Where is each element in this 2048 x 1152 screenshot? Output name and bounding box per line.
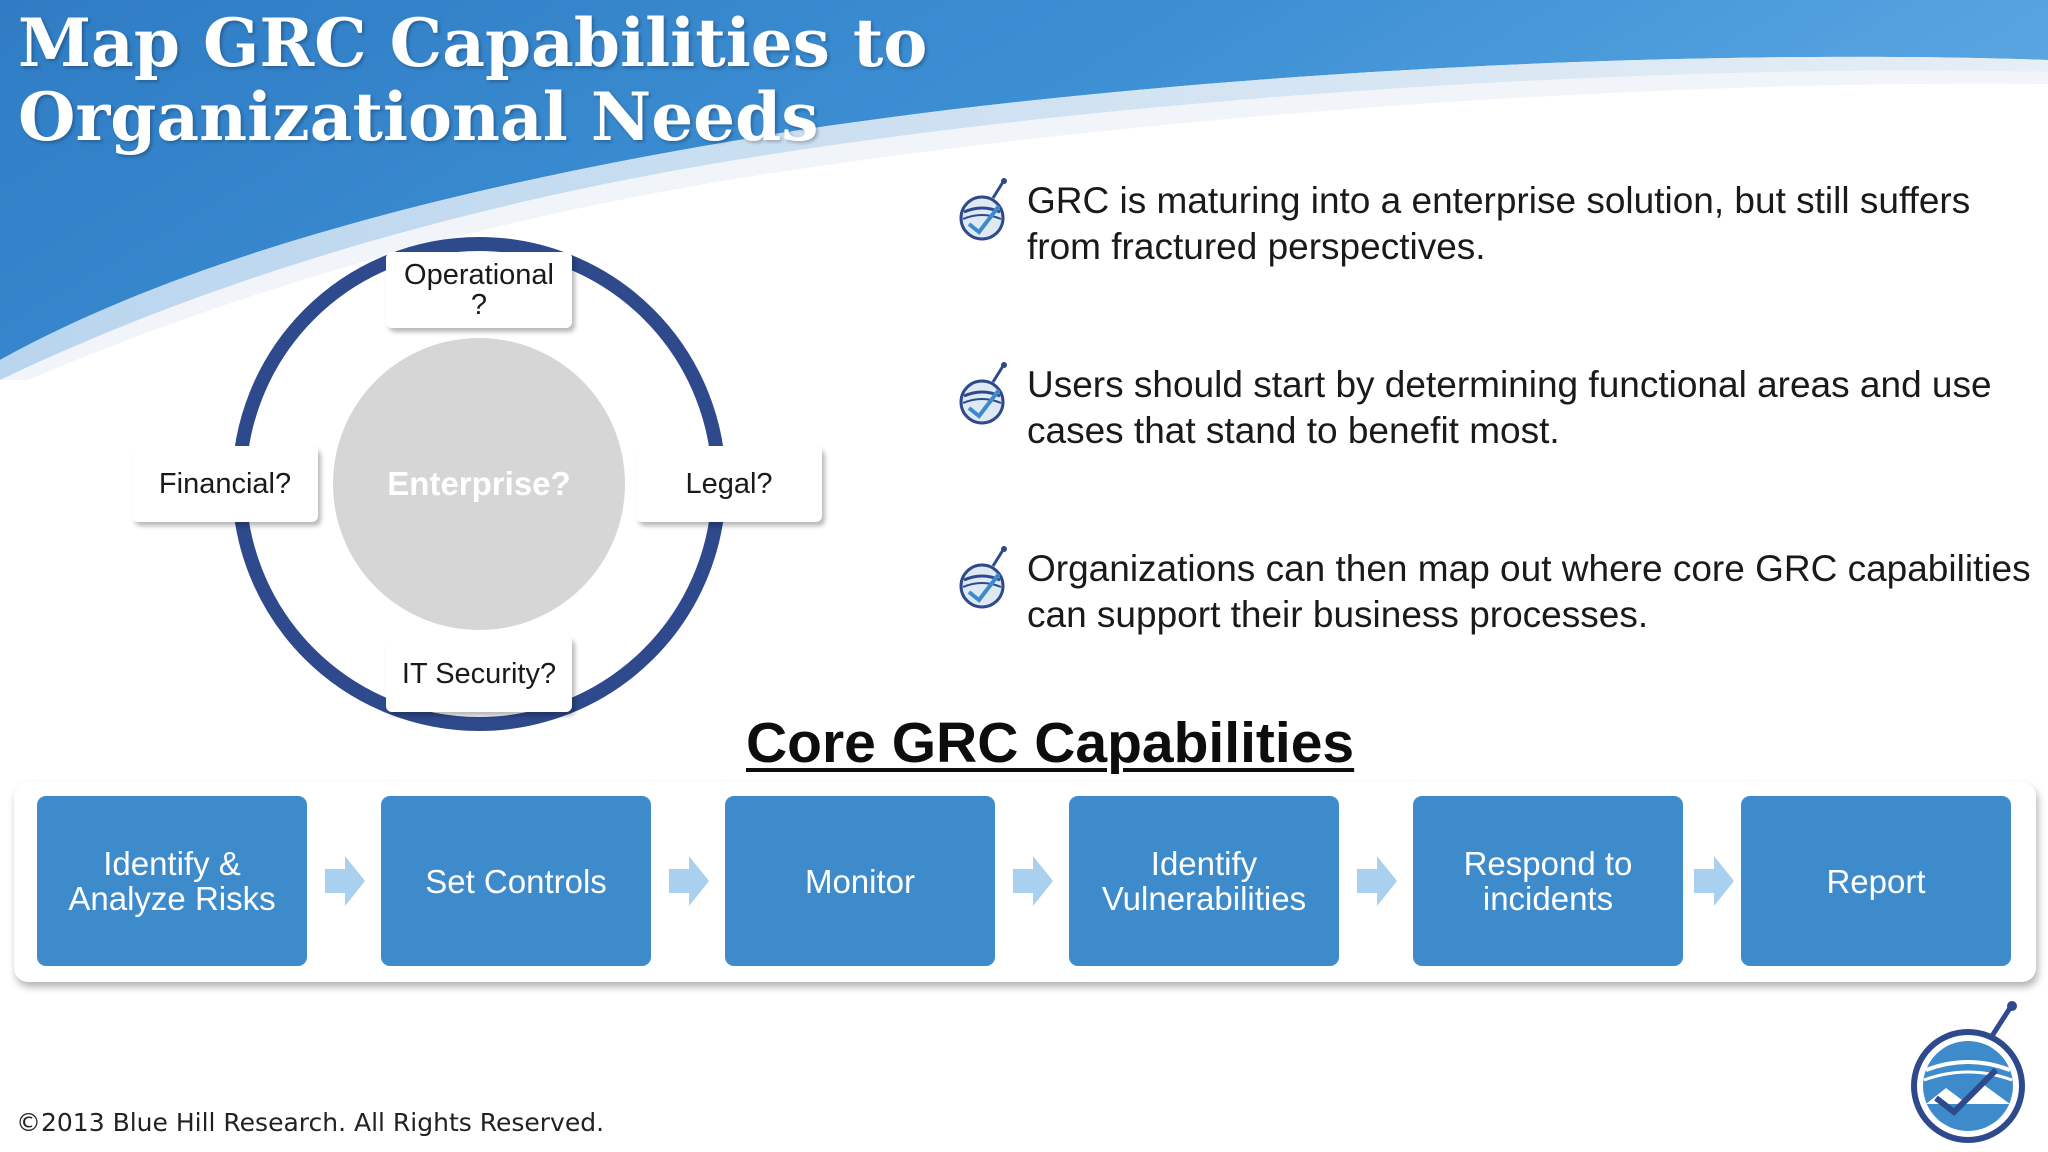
right-arrow-icon: [1013, 856, 1053, 906]
capability-step-label: Identify &: [103, 845, 241, 882]
legal-box: Legal?: [636, 446, 822, 522]
it-security-label: IT Security?: [401, 658, 557, 690]
header-band: [0, 0, 2048, 380]
legal-label: Legal?: [685, 468, 773, 500]
capability-step-label: incidents: [1482, 880, 1614, 917]
capability-step-label: Monitor: [804, 862, 916, 900]
capability-step-label: Report: [1826, 862, 1926, 900]
right-arrow-icon: [325, 856, 365, 906]
enterprise-label: Enterprise?: [387, 465, 571, 502]
capability-step-label: Analyze Risks: [68, 880, 276, 917]
slide-title-line-1: Map GRC Capabilities to: [18, 4, 928, 82]
enterprise-circle: [333, 338, 625, 630]
bullet-text: Users should start by determining functi…: [1027, 364, 1992, 451]
bullet-text: Organizations can then map out where cor…: [1027, 548, 2031, 635]
capability-step-label: Set Controls: [425, 862, 607, 900]
globe-checkmark-icon: [959, 362, 1007, 425]
it-security-box: IT Security?: [386, 636, 572, 712]
right-arrow-icon: [1357, 856, 1397, 906]
capability-step-report: Report: [1741, 796, 2011, 966]
right-arrow-icon: [669, 856, 709, 906]
capabilities-title: Core GRC Capabilities: [746, 711, 1355, 775]
globe-checkmark-icon: [959, 546, 1007, 609]
slide-title-line-2: Organizational Needs: [18, 78, 819, 156]
financial-label: Financial?: [158, 468, 292, 500]
capability-step-identify-vulnerabilities: Identify Vulnerabilities: [1069, 796, 1339, 966]
globe-checkmark-icon: [959, 178, 1007, 241]
capability-step-monitor: Monitor: [725, 796, 995, 966]
capability-step-label: Vulnerabilities: [1101, 880, 1307, 917]
operational-label-line-1: Operational: [404, 259, 554, 291]
right-arrow-icon: [1694, 856, 1734, 906]
copyright-notice: ©2013 Blue Hill Research. All Rights Res…: [16, 1108, 605, 1137]
capability-step-set-controls: Set Controls: [381, 796, 651, 966]
financial-box: Financial?: [132, 446, 318, 522]
bullet-text: GRC is maturing into a enterprise soluti…: [1027, 180, 1971, 267]
capability-step-label: Respond to: [1463, 845, 1633, 882]
capability-step-identify-analyze-risks: Identify & Analyze Risks: [37, 796, 307, 966]
slide-title: Map GRC Capabilities to Organizational N…: [18, 6, 927, 154]
blue-hill-research-logo-icon: [1911, 1001, 2025, 1143]
capability-step-label: Identify: [1150, 845, 1258, 882]
operational-box: Operational ?: [386, 252, 572, 328]
operational-label-line-2: ?: [470, 289, 488, 321]
capability-step-respond-to-incidents: Respond to incidents: [1413, 796, 1683, 966]
